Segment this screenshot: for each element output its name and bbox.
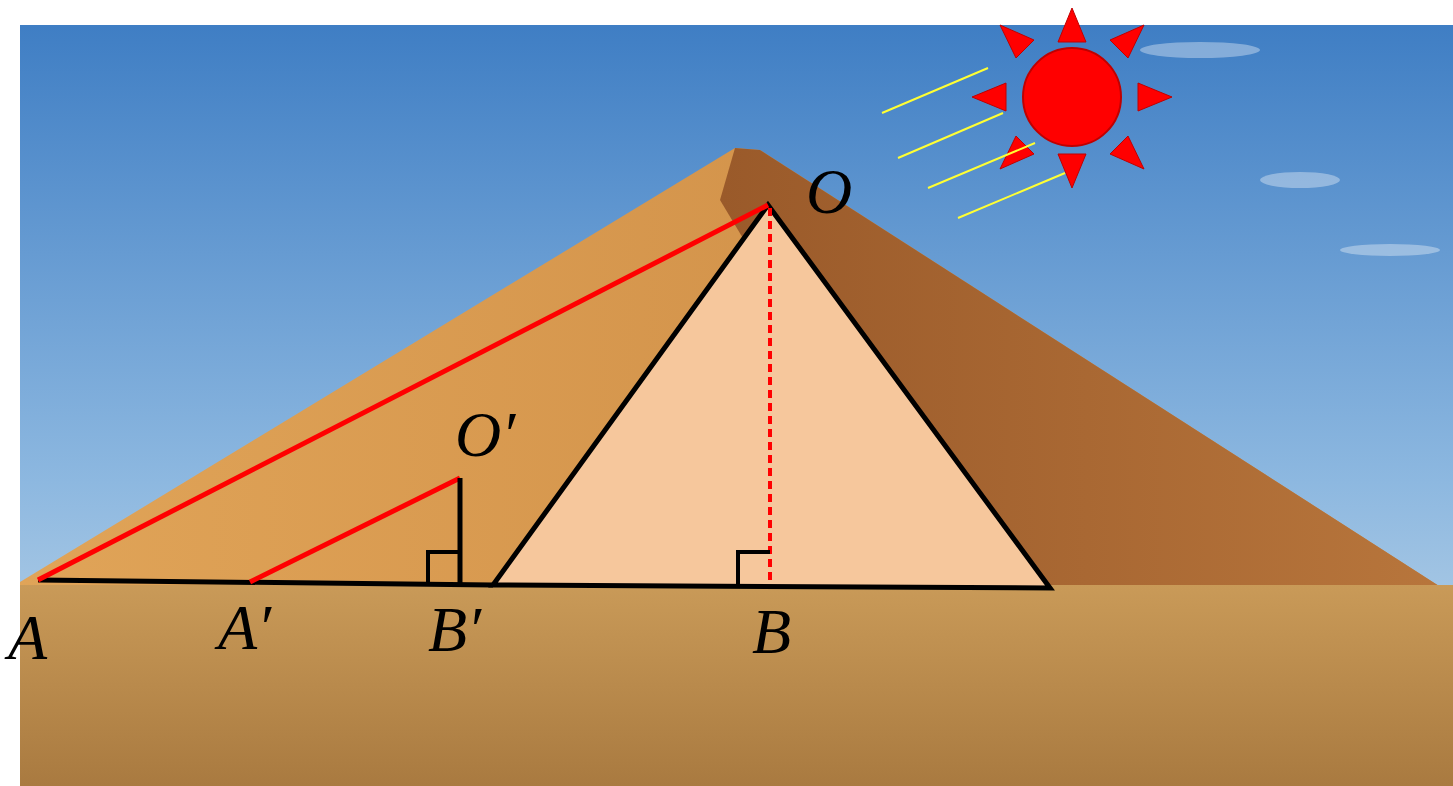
point-label: B [752, 600, 791, 664]
point-label: A′ [218, 596, 271, 660]
clouds [1140, 42, 1440, 256]
point-label: B′ [428, 598, 481, 662]
pyramid-section-triangle [493, 205, 1050, 588]
sun-ray-line [38, 205, 768, 580]
pole [458, 478, 463, 585]
pyramid-left-face [20, 148, 1453, 600]
point-label: O′ [455, 403, 515, 467]
ground-line [38, 580, 493, 585]
sun-rays [882, 68, 1065, 218]
right-angle-mark [738, 552, 770, 585]
pyramid-height [768, 208, 772, 585]
desert-ground [20, 585, 1453, 786]
point-label: A [8, 606, 47, 670]
sky [20, 25, 1453, 786]
point-label: O [806, 160, 852, 224]
right-angle-mark [428, 552, 460, 584]
sun [972, 8, 1172, 188]
